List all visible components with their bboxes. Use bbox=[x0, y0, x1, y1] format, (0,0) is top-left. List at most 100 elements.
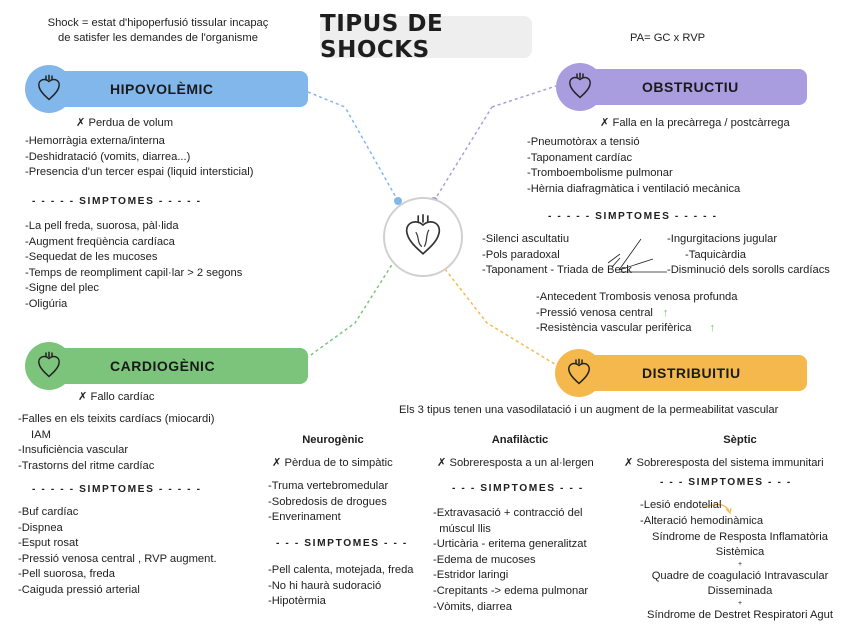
list-item: -Truma vertebromedular bbox=[268, 480, 389, 492]
cardiogenic-symptoms-title: - - - - - SIMPTOMES - - - - - bbox=[32, 484, 202, 495]
list-item: -Antecedent Trombosis venosa profunda bbox=[536, 291, 738, 303]
hipovolemic-label: HIPOVOLÈMIC bbox=[110, 81, 214, 97]
cardiogenic-heart bbox=[25, 342, 73, 390]
list-item: -No hi haurà sudoració bbox=[268, 579, 382, 592]
list-item: -Pell calenta, motejada, freda bbox=[268, 564, 414, 576]
cardiogenic-items: -Falles en els teixits cardíacs (miocard… bbox=[18, 412, 214, 474]
plus-sign: + bbox=[737, 561, 743, 568]
list-item-text: -Resistència vascular perifèrica bbox=[536, 322, 692, 335]
distributiu-intro: Els 3 tipus tenen una vasodilatació i un… bbox=[399, 404, 779, 416]
septic-syndromes: Síndrome de Resposta Inflamatòria Sistèm… bbox=[640, 530, 840, 623]
list-item: -Pressió venosa central , RVP augment. bbox=[18, 552, 217, 565]
list-item: -Disminució dels sorolls cardíacs bbox=[667, 264, 830, 277]
up-arrow-icon: ↑ bbox=[709, 322, 716, 335]
list-item: -Vòmits, diarrea bbox=[433, 600, 512, 613]
plus-sign: + bbox=[737, 600, 743, 607]
heart-icon bbox=[405, 214, 441, 255]
sirs-line2: Sistèmica bbox=[715, 546, 765, 558]
heart-icon bbox=[568, 358, 590, 385]
list-item: -Oligúria bbox=[25, 297, 68, 310]
hipovolemic-bar: HIPOVOLÈMIC bbox=[46, 71, 308, 107]
distributiu-heart bbox=[555, 349, 603, 397]
anaf-symptoms: -Extravasació + contracció del múscul ll… bbox=[433, 506, 588, 615]
hipovolemic-heart bbox=[25, 65, 73, 113]
anaf-cause: ✗ Sobreresposta a un al·lergen bbox=[437, 457, 594, 469]
list-item: -Caiguda pressió arterial bbox=[18, 583, 140, 596]
list-item: IAM bbox=[31, 428, 51, 441]
anaf-title: Anafilàctic bbox=[491, 434, 549, 446]
distributiu-label: DISTRIBUITIU bbox=[642, 365, 741, 381]
obstructiu-extra: -Antecedent Trombosis venosa profunda -P… bbox=[536, 290, 738, 337]
list-item: -Pell suorosa, freda bbox=[18, 568, 116, 581]
list-item: -Urticària - eritema generalitzat bbox=[433, 538, 587, 551]
cardiogenic-bar: CARDIOGÈNIC bbox=[46, 348, 308, 384]
list-item: -Pols paradoxal bbox=[482, 248, 560, 261]
heart-icon bbox=[38, 74, 60, 101]
list-item: -Trastorns del ritme cardíac bbox=[18, 459, 155, 472]
beck-triad: -Ingurgitacions jugular -Taquicàrdia -Di… bbox=[667, 232, 830, 279]
neuro-symptoms-title: - - - SIMPTOMES - - - bbox=[276, 538, 408, 549]
list-item: -Crepitants -> edema pulmonar bbox=[433, 584, 589, 597]
list-item: -Silenci ascultatiu bbox=[482, 233, 570, 245]
hipovolemic-symptoms: -La pell freda, suorosa, pàl·lida -Augme… bbox=[25, 219, 242, 313]
list-item: -Hemorràgia externa/interna bbox=[25, 135, 165, 147]
list-item: -Lesió endotelial bbox=[640, 499, 722, 511]
neuro-cause: ✗ Pèrdua de to simpàtic bbox=[272, 457, 393, 469]
hipovolemic-cause: ✗ Perdua de volum bbox=[76, 117, 174, 129]
definition: Shock = estat d'hipoperfusió tissular in… bbox=[18, 16, 298, 46]
central-heart bbox=[383, 197, 463, 277]
list-item: -Pneumotòrax a tensió bbox=[527, 136, 640, 148]
heart-icon bbox=[569, 72, 591, 99]
list-item: -Sequedat de les mucoses bbox=[25, 251, 158, 264]
definition-line2: de satisfer les demandes de l'organisme bbox=[58, 32, 258, 44]
list-item: -Dispnea bbox=[18, 521, 63, 534]
list-item: -Temps de reompliment capil·lar > 2 sego… bbox=[25, 266, 243, 279]
list-item: -La pell freda, suorosa, pàl·lida bbox=[25, 220, 179, 232]
cardiogenic-cause: ✗ Fallo cardíac bbox=[78, 391, 155, 403]
list-item: -Falles en els teixits cardíacs (miocard… bbox=[18, 413, 215, 425]
heart-icon bbox=[38, 351, 60, 378]
septic-symptoms-title: - - - SIMPTOMES - - - bbox=[660, 477, 792, 488]
cid-line1: Quadre de coagulació Intravascular bbox=[651, 570, 829, 582]
list-item: -Taquicàrdia bbox=[685, 248, 746, 261]
list-item: -Edema de mucoses bbox=[433, 553, 536, 566]
list-item: -Alteració hemodinàmica bbox=[640, 514, 764, 527]
list-item: -Enverinament bbox=[268, 511, 341, 524]
list-item: -Augment freqüència cardíaca bbox=[25, 235, 175, 248]
list-item: -Hipotèrmia bbox=[268, 595, 326, 608]
list-item: -Resistència vascular perifèrica ↑ bbox=[536, 321, 738, 337]
obstructiu-bar: OBSTRUCTIU bbox=[576, 69, 807, 105]
up-arrow-icon: ↑ bbox=[662, 306, 669, 319]
hipovolemic-items: -Hemorràgia externa/interna -Deshidratac… bbox=[25, 134, 253, 181]
list-item: -Sobredosis de drogues bbox=[268, 495, 387, 508]
list-item: -Deshidratació (vomits, diarrea...) bbox=[25, 150, 191, 163]
cardiogenic-label: CARDIOGÈNIC bbox=[110, 358, 216, 374]
list-item: -Insuficiència vascular bbox=[18, 444, 129, 457]
neuro-title: Neurogènic bbox=[302, 434, 364, 446]
septic-cause: ✗ Sobreresposta del sistema immunitari bbox=[624, 457, 824, 469]
list-item: múscul llis bbox=[433, 522, 491, 535]
list-item: -Estridor laringi bbox=[433, 569, 509, 582]
list-item: -Extravasació + contracció del bbox=[433, 507, 583, 519]
obstructiu-heart bbox=[556, 63, 604, 111]
neuro-symptoms: -Pell calenta, motejada, freda -No hi ha… bbox=[268, 563, 414, 610]
obstructiu-label: OBSTRUCTIU bbox=[642, 79, 739, 95]
cid-line2: Disseminada bbox=[707, 585, 773, 597]
definition-line1: Shock = estat d'hipoperfusió tissular in… bbox=[47, 17, 269, 29]
list-item-text: -Pressió venosa central bbox=[536, 306, 653, 319]
list-item: -Buf cardíac bbox=[18, 506, 79, 518]
obstructiu-cause: ✗ Falla en la precàrrega / postcàrrega bbox=[600, 117, 790, 129]
sirs-line1: Síndrome de Resposta Inflamatòria bbox=[652, 531, 828, 543]
list-item: -Pressió venosa central ↑ bbox=[536, 306, 738, 322]
list-item: -Tromboembolisme pulmonar bbox=[527, 167, 673, 180]
page-title: TIPUS DE SHOCKS bbox=[320, 11, 532, 63]
distributiu-bar: DISTRIBUITIU bbox=[576, 355, 807, 391]
list-item: -Taponament cardíac bbox=[527, 151, 633, 164]
septic-items: -Lesió endotelial -Alteració hemodinàmic… bbox=[640, 498, 763, 529]
list-item: -Hèrnia diafragmàtica i ventilació mecàn… bbox=[527, 182, 741, 195]
obstructiu-symptoms-title: - - - - - SIMPTOMES - - - - - bbox=[548, 211, 718, 222]
septic-title: Sèptic bbox=[723, 434, 757, 446]
formula: PA= GC x RVP bbox=[630, 32, 706, 44]
list-item: -Presencia d'un tercer espai (liquid int… bbox=[25, 166, 254, 179]
cardiogenic-symptoms: -Buf cardíac -Dispnea -Esput rosat -Pres… bbox=[18, 505, 217, 599]
